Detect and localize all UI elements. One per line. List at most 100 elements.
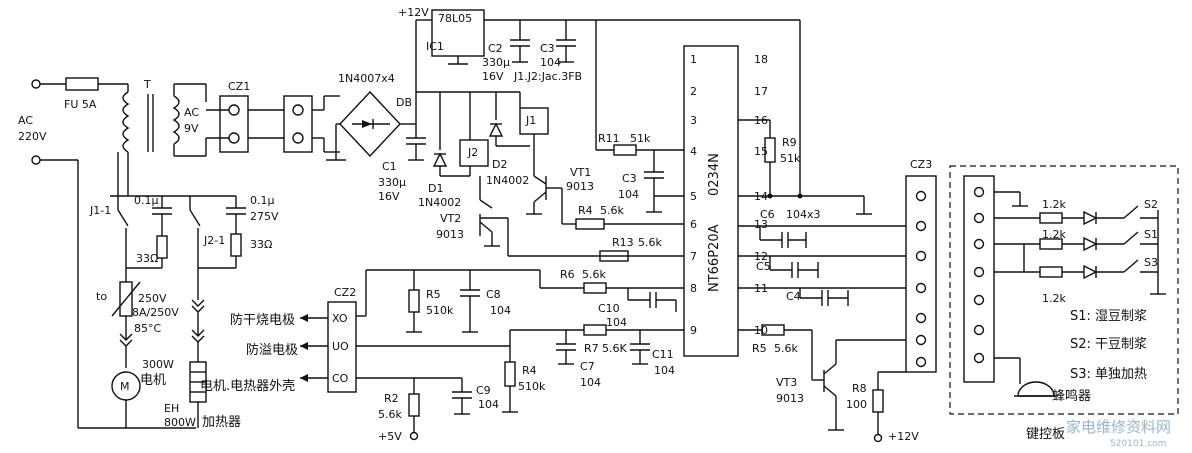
xo-label: XO [332, 312, 348, 325]
j2-1-label: J2-1 [203, 234, 225, 247]
s2-label: S2 [1144, 198, 1158, 211]
c1-voltage: 16V [378, 190, 400, 203]
r6-label: R6 [560, 268, 575, 281]
motor-label: 电机 [140, 373, 166, 388]
c8-label: C8 [486, 288, 501, 301]
r4a-label: R4 [578, 204, 593, 217]
vt2-label: VT2 [440, 212, 461, 225]
d1-label: D1 [428, 182, 443, 195]
overflow-electrode: 防溢电极 [246, 342, 298, 358]
r-s2-value: 1.2k [1042, 198, 1066, 211]
buzzer [1017, 381, 1055, 397]
plus5v-label: +5V [378, 430, 402, 443]
cz2-connector [300, 301, 366, 393]
pin-5: 5 [690, 190, 697, 203]
plus12v-top: +12V [398, 6, 429, 19]
fuse-label: FU 5A [64, 98, 97, 111]
j2-label: J2 [467, 146, 478, 159]
r5a-value: 510k [426, 304, 454, 317]
ac-label: AC [18, 114, 33, 127]
eh-label: EH [164, 402, 179, 415]
thermal-temp: 85°C [134, 322, 161, 335]
c1-value: 330μ [378, 176, 406, 189]
pin-17: 17 [754, 85, 768, 98]
ic1-label: IC1 [426, 40, 444, 53]
r-s3-value: 1.2k [1042, 292, 1066, 305]
j1-1-label: J1-1 [89, 204, 111, 217]
pin-3: 3 [690, 114, 697, 127]
uo-label: UO [332, 340, 349, 353]
pin-2: 2 [690, 85, 697, 98]
c2-voltage: 16V [482, 70, 504, 83]
keyboard-label: 键控板 [1026, 427, 1065, 442]
c11-label: C11 [652, 348, 674, 361]
transformer [122, 83, 207, 196]
pin-1: 1 [690, 53, 697, 66]
pin-6: 6 [690, 218, 697, 231]
motor-power: 300W [142, 358, 174, 371]
r4b-label: R4 [522, 364, 537, 377]
db-label: DB [396, 96, 412, 109]
snubber2-voltage: 275V [250, 210, 279, 223]
cz3-connector [905, 175, 937, 373]
cz3-label: CZ3 [910, 158, 932, 171]
c7-value: 104 [580, 376, 601, 389]
d2-label: D2 [492, 158, 507, 171]
c10-value: 104 [606, 316, 627, 329]
r7-label: R7 [584, 342, 599, 355]
c1-label: C1 [382, 160, 397, 173]
dry-burn-electrode: 防干烧电极 [230, 312, 295, 328]
c5-label: C5 [756, 260, 771, 273]
motor-symbol: M [120, 380, 130, 393]
r5b-value: 5.6k [774, 342, 798, 355]
relay-type: J1.J2:Jac.3FB [513, 70, 582, 83]
vt1-label: VT1 [570, 166, 591, 179]
snubber2-cap: 0.1μ [250, 194, 275, 207]
r5b-label: R5 [752, 342, 767, 355]
vt3-type: 9013 [776, 392, 804, 405]
keyboard-panel [949, 165, 1179, 415]
pin-7: 7 [690, 250, 697, 263]
pin-9: 9 [690, 324, 697, 337]
r5a-label: R5 [426, 288, 441, 301]
pin-8: 8 [690, 282, 697, 295]
r13-value: 5.6k [638, 236, 662, 249]
pin-13: 13 [754, 218, 768, 231]
ic-nt66p20a [683, 45, 739, 357]
output-network [738, 119, 906, 443]
c7-label: C7 [580, 360, 595, 373]
pin-4: 4 [690, 145, 697, 158]
vt3-label: VT3 [776, 376, 797, 389]
r4b-value: 510k [518, 380, 546, 393]
motor-heater-casing: 电机.电热器外壳 [200, 379, 295, 394]
c3b-label: C3 [622, 172, 637, 185]
j1-label: J1 [525, 114, 536, 127]
cz1-connector [206, 95, 340, 153]
plus12v-bottom: +12V [888, 430, 919, 443]
snubber1-res: 33Ω [136, 252, 158, 265]
c2-label: C2 [488, 42, 503, 55]
vreg-label: 78L05 [438, 12, 472, 25]
buzzer-label: 蜂鸣器 [1052, 388, 1091, 404]
bridge-rectifier [326, 90, 417, 161]
r2-value: 5.6k [378, 408, 402, 421]
r13-label: R13 [612, 236, 634, 249]
c11-value: 104 [654, 364, 675, 377]
fuse [65, 77, 99, 91]
r-s1-value: 1.2k [1042, 228, 1066, 241]
ic-part-number: NT66P20A [707, 224, 722, 292]
mains-input [31, 77, 196, 429]
c8-value: 104 [490, 304, 511, 317]
secondary-ac: AC [184, 106, 199, 119]
pin-18: 18 [754, 53, 768, 66]
r11-label: R11 [598, 132, 620, 145]
transformer-label: T [143, 78, 151, 91]
vt2-type: 9013 [436, 228, 464, 241]
s1-description: S1: 湿豆制浆 [1070, 309, 1147, 324]
c6-value: 104x3 [786, 208, 821, 221]
watermark-text: 家电维修资料网 [1066, 418, 1171, 436]
c3a-value: 104 [540, 56, 561, 69]
r9-value: 51k [780, 152, 801, 165]
co-label: CO [332, 372, 349, 385]
